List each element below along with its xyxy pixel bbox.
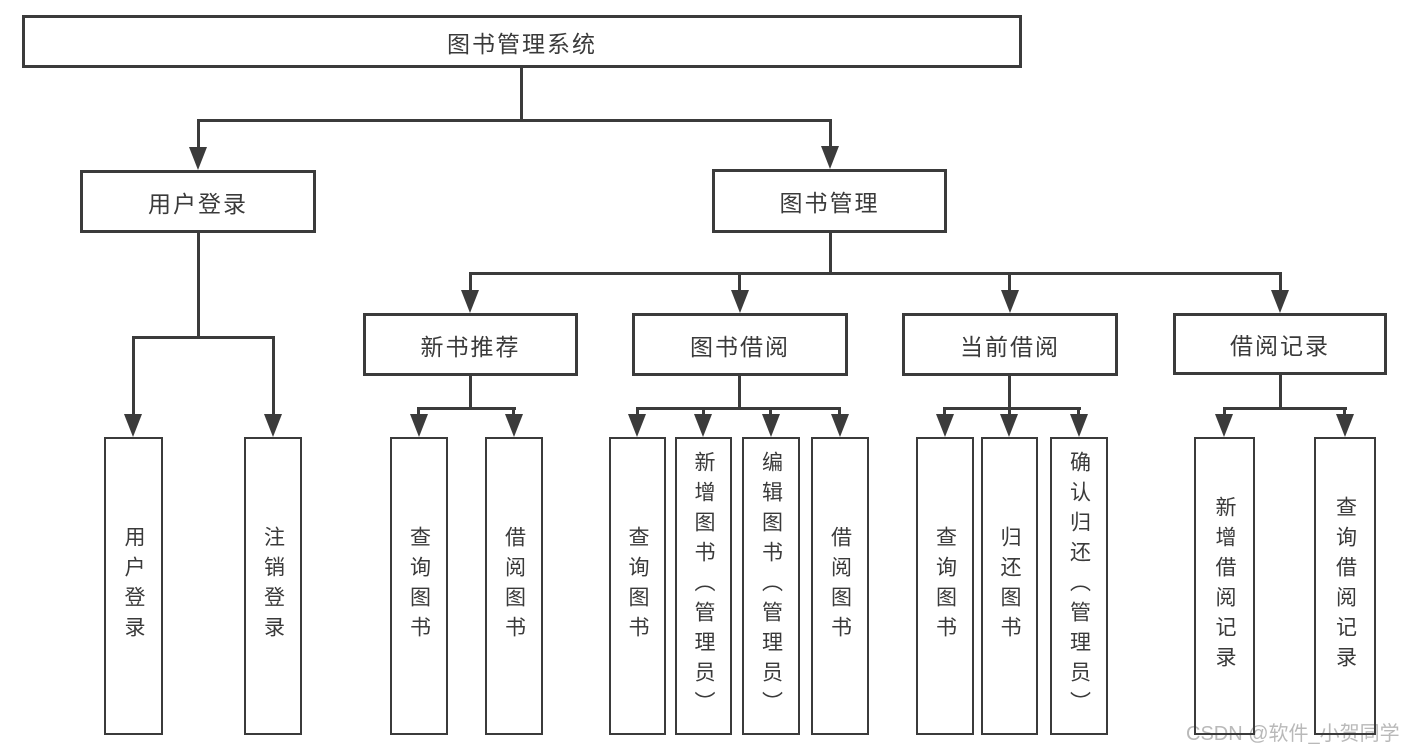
arrowhead-down-icon	[461, 290, 479, 313]
connector-book-borrow-stub	[738, 375, 741, 407]
connector-current-borrow-bar	[943, 407, 1081, 410]
connector-leg	[417, 407, 420, 416]
arrowhead-down-icon	[1271, 290, 1289, 313]
connector-user-login-stub	[197, 232, 200, 336]
leaf-edit-book-admin-label: 编辑图书（管理员）	[759, 451, 783, 721]
connector-leg	[838, 407, 841, 416]
leaf-query-books-current-label: 查询图书	[933, 526, 957, 646]
connector-level2-bar	[197, 119, 832, 122]
leaf-borrow-books-recommend: 借阅图书	[485, 437, 543, 735]
node-user-login: 用户登录	[80, 170, 316, 233]
leaf-confirm-return-admin: 确认归还（管理员）	[1050, 437, 1108, 735]
connector-leg	[636, 407, 639, 416]
arrowhead-down-icon	[821, 146, 839, 169]
connector-leg-book-management	[829, 119, 832, 149]
node-borrow-records-label: 借阅记录	[1230, 333, 1330, 359]
node-current-borrow: 当前借阅	[902, 313, 1118, 376]
arrowhead-down-icon	[1336, 414, 1354, 437]
node-root: 图书管理系统	[22, 15, 1022, 68]
leaf-borrow-books-label: 借阅图书	[828, 526, 852, 646]
leaf-borrow-books-recommend-label: 借阅图书	[502, 526, 526, 646]
connector-leg	[512, 407, 515, 416]
leaf-add-borrow-record-label: 新增借阅记录	[1213, 496, 1236, 676]
leaf-user-login-label: 用户登录	[122, 526, 145, 646]
connector-user-login-bar	[132, 336, 275, 339]
arrowhead-down-icon	[124, 414, 142, 437]
connector-leg-user-login	[197, 119, 200, 149]
leaf-logout-label: 注销登录	[261, 526, 285, 646]
connector-book-management-stub	[829, 232, 832, 273]
leaf-add-book-admin: 新增图书（管理员）	[675, 437, 732, 735]
leaf-return-book-label: 归还图书	[998, 526, 1021, 646]
arrowhead-down-icon	[410, 414, 428, 437]
connector-book-borrow-bar	[636, 407, 841, 410]
watermark: CSDN @软件_小贺同学	[1186, 723, 1400, 745]
connector-root-stub	[520, 67, 523, 121]
connector-leg	[738, 272, 741, 292]
leaf-add-borrow-record: 新增借阅记录	[1194, 437, 1255, 735]
node-book-management-label: 图书管理	[779, 190, 880, 216]
connector-leg	[1008, 272, 1011, 292]
connector-leg	[943, 407, 946, 416]
leaf-query-books-recommend-label: 查询图书	[407, 526, 431, 646]
arrowhead-down-icon	[1001, 290, 1019, 313]
connector-leg	[1008, 407, 1011, 416]
connector-level3-bar	[469, 272, 1282, 275]
connector-leg	[132, 336, 135, 416]
node-book-borrow: 图书借阅	[632, 313, 848, 376]
connector-leg	[1343, 407, 1346, 416]
connector-leg	[272, 336, 275, 416]
arrowhead-down-icon	[936, 414, 954, 437]
node-new-book-recommend-label: 新书推荐	[420, 333, 521, 360]
node-new-book-recommend: 新书推荐	[363, 313, 578, 376]
connector-leg	[702, 407, 705, 416]
leaf-add-book-admin-label: 新增图书（管理员）	[692, 451, 715, 721]
arrowhead-down-icon	[1070, 414, 1088, 437]
connector-borrow-record-stub	[1279, 374, 1282, 407]
connector-new-book-bar	[417, 407, 516, 410]
arrowhead-down-icon	[762, 414, 780, 437]
leaf-return-book: 归还图书	[981, 437, 1038, 735]
node-root-label: 图书管理系统	[447, 30, 597, 57]
node-borrow-records: 借阅记录	[1173, 313, 1387, 375]
connector-leg	[469, 272, 472, 292]
arrowhead-down-icon	[1215, 414, 1233, 437]
leaf-logout: 注销登录	[244, 437, 302, 735]
connector-leg	[1223, 407, 1226, 416]
arrowhead-down-icon	[694, 414, 712, 437]
leaf-confirm-return-admin-label: 确认归还（管理员）	[1067, 451, 1091, 721]
leaf-edit-book-admin: 编辑图书（管理员）	[742, 437, 800, 735]
arrowhead-down-icon	[628, 414, 646, 437]
arrowhead-down-icon	[831, 414, 849, 437]
arrowhead-down-icon	[1000, 414, 1018, 437]
leaf-query-books-current: 查询图书	[916, 437, 974, 735]
leaf-query-books-recommend: 查询图书	[390, 437, 448, 735]
arrowhead-down-icon	[264, 414, 282, 437]
arrowhead-down-icon	[505, 414, 523, 437]
connector-new-book-stub	[469, 375, 472, 407]
connector-leg	[1077, 407, 1080, 416]
leaf-query-borrow-record: 查询借阅记录	[1314, 437, 1376, 735]
node-book-management: 图书管理	[712, 169, 947, 233]
leaf-borrow-books: 借阅图书	[811, 437, 869, 735]
leaf-user-login: 用户登录	[104, 437, 163, 735]
arrowhead-down-icon	[731, 290, 749, 313]
leaf-query-borrow-record-label: 查询借阅记录	[1333, 496, 1357, 676]
connector-leg	[1279, 272, 1282, 292]
leaf-query-books-borrow: 查询图书	[609, 437, 666, 735]
connector-borrow-record-bar	[1223, 407, 1347, 410]
arrowhead-down-icon	[189, 147, 207, 170]
node-book-borrow-label: 图书借阅	[690, 333, 790, 360]
node-current-borrow-label: 当前借阅	[960, 333, 1060, 360]
leaf-query-books-borrow-label: 查询图书	[626, 526, 649, 646]
node-user-login-label: 用户登录	[148, 190, 248, 217]
connector-leg	[769, 407, 772, 416]
connector-current-borrow-stub	[1008, 375, 1011, 407]
